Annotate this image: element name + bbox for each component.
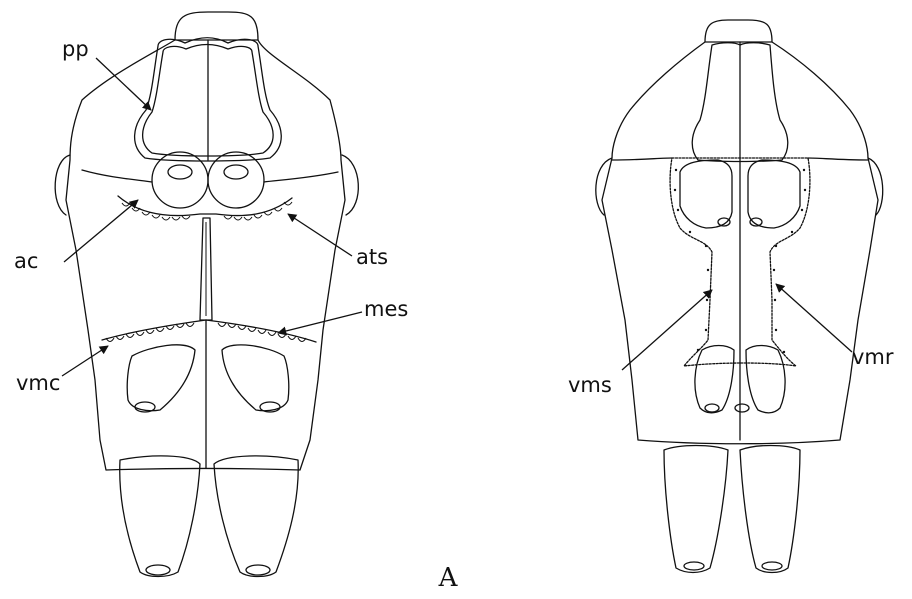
right-hind-coxa-l bbox=[664, 446, 728, 573]
figure-caption: A bbox=[438, 563, 459, 593]
right-hind-coxa-r bbox=[740, 446, 800, 573]
label-pp: pp bbox=[62, 37, 89, 61]
right-clypeus bbox=[705, 20, 772, 42]
arrow-vmr bbox=[776, 284, 852, 352]
arrow-ac bbox=[64, 200, 138, 262]
left-anterior-ridge bbox=[118, 196, 292, 216]
right-suture-r bbox=[808, 158, 868, 160]
arrow-vmc bbox=[62, 346, 108, 376]
arrow-mes bbox=[278, 312, 362, 333]
label-vms: vms bbox=[568, 373, 612, 397]
label-ats: ats bbox=[356, 245, 388, 269]
left-coxa-mid-l bbox=[127, 345, 195, 411]
left-coxa-mid-r bbox=[222, 345, 289, 411]
left-socket-pore-r bbox=[224, 165, 248, 179]
label-vmc: vmc bbox=[16, 371, 60, 395]
right-coxa-mid-l bbox=[695, 346, 734, 413]
right-coxa-pore-l bbox=[705, 404, 719, 412]
right-suture-l bbox=[612, 158, 672, 160]
left-socket-pore-l bbox=[168, 165, 192, 179]
right-coxa-pore-r bbox=[735, 404, 749, 412]
left-hind-coxa-l bbox=[120, 456, 200, 577]
right-hind-pore-r bbox=[762, 562, 782, 570]
arrow-pp bbox=[96, 58, 151, 110]
right-hind-pore-l bbox=[684, 562, 704, 570]
left-specimen-drawing bbox=[55, 12, 358, 577]
left-hind-pore-r bbox=[246, 565, 270, 575]
left-suture-r bbox=[264, 172, 338, 182]
leader-lines bbox=[62, 58, 852, 376]
right-specimen-drawing bbox=[596, 20, 883, 573]
label-ac: ac bbox=[14, 249, 38, 273]
arrow-ats bbox=[288, 214, 352, 256]
left-hind-coxa-r bbox=[214, 456, 298, 577]
label-mes: mes bbox=[364, 297, 408, 321]
label-vmr: vmr bbox=[852, 345, 894, 369]
left-suture-l bbox=[82, 170, 152, 182]
left-hind-pore-l bbox=[146, 565, 170, 575]
left-clypeus bbox=[175, 12, 258, 40]
right-coxa-mid-r bbox=[746, 346, 785, 413]
